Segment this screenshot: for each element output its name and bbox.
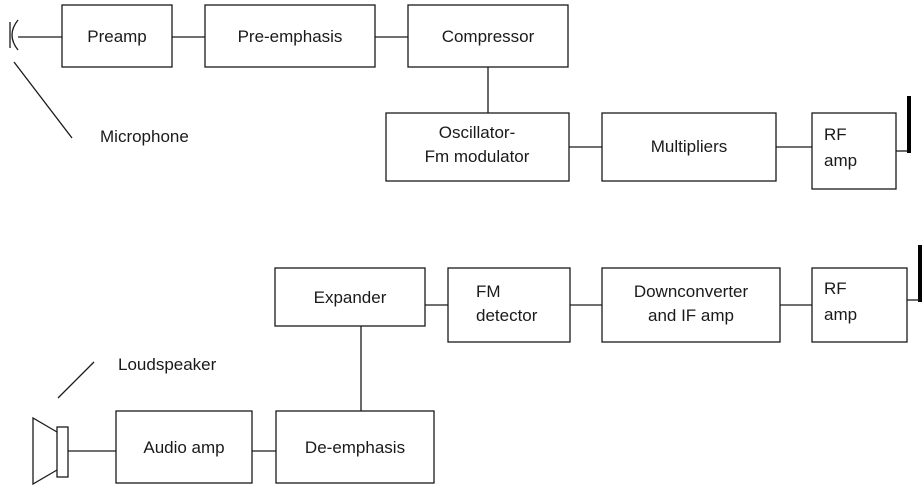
- rx-antenna-icon: [907, 245, 922, 302]
- downconverter-if-amp-block: Downconverter and IF amp: [601, 267, 781, 343]
- tx-rf-amp-label-line1: RF: [824, 125, 847, 144]
- de-emphasis-block: De-emphasis: [275, 410, 435, 484]
- rx-rf-amp-block: RF amp: [811, 267, 908, 343]
- expander-label: Expander: [314, 288, 387, 307]
- oscillator-label-line1: Oscillator-: [439, 123, 516, 142]
- expander-block: Expander: [274, 267, 426, 327]
- rx-rf-amp-label-line1: RF: [824, 279, 847, 298]
- audio-amp-label: Audio amp: [143, 438, 224, 457]
- fm-detector-label-line1: FM: [476, 282, 501, 301]
- loudspeaker-label: Loudspeaker: [118, 355, 217, 374]
- tx-antenna-icon: [896, 96, 911, 153]
- fm-detector-block: FM detector: [447, 267, 571, 343]
- microphone-label: Microphone: [100, 127, 189, 146]
- loudspeaker-pointer-line: [57, 361, 95, 399]
- tx-rf-amp-block: RF amp: [811, 112, 897, 190]
- oscillator-fm-modulator-block: Oscillator- Fm modulator: [385, 112, 570, 182]
- loudspeaker-icon: [32, 416, 69, 486]
- audio-amp-block: Audio amp: [115, 410, 253, 484]
- preamp-label: Preamp: [87, 27, 147, 46]
- rx-rf-amp-label-line2: amp: [824, 305, 857, 324]
- pre-emphasis-label: Pre-emphasis: [238, 27, 343, 46]
- preamp-block: Preamp: [61, 4, 173, 68]
- downconverter-label-line2: and IF amp: [648, 306, 734, 325]
- microphone-icon: [9, 19, 73, 139]
- multipliers-block: Multipliers: [601, 112, 777, 182]
- compressor-block: Compressor: [407, 4, 569, 68]
- oscillator-label-line2: Fm modulator: [425, 147, 530, 166]
- de-emphasis-label: De-emphasis: [305, 438, 405, 457]
- compressor-label: Compressor: [442, 27, 535, 46]
- multipliers-label: Multipliers: [651, 137, 728, 156]
- downconverter-label-line1: Downconverter: [634, 282, 749, 301]
- fm-detector-label-line2: detector: [476, 306, 538, 325]
- tx-rf-amp-label-line2: amp: [824, 151, 857, 170]
- pre-emphasis-block: Pre-emphasis: [204, 4, 376, 68]
